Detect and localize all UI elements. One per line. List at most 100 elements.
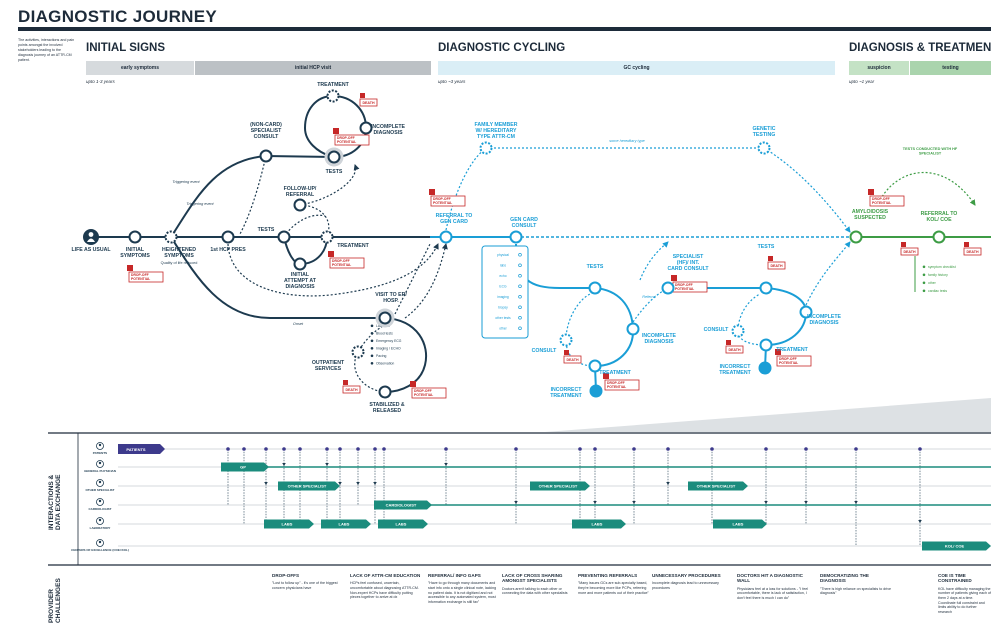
node-follow: FOLLOW-UP/REFERRAL xyxy=(284,186,317,212)
drop-off-box xyxy=(411,387,447,399)
gc-check-frame xyxy=(481,245,529,339)
node-circle xyxy=(731,324,745,338)
bar-label: OTHER SPECIALIST xyxy=(697,484,736,489)
bar-label: OTHER SPECIALIST xyxy=(539,484,578,489)
bar-shape xyxy=(922,541,991,551)
er-loop xyxy=(384,317,427,393)
bar-other-specialist: OTHER SPECIALIST xyxy=(278,481,340,491)
node-circle xyxy=(509,230,523,244)
lane-other-specialist: OTHER SPECIALIST xyxy=(85,479,115,492)
drop-off-box xyxy=(430,195,466,207)
node-circle xyxy=(439,230,453,244)
node-circle xyxy=(378,385,392,399)
death-box xyxy=(900,247,919,256)
patients-bar-label: PATIENTS xyxy=(126,447,146,452)
node-label: TREATMENT xyxy=(337,243,369,249)
interaction-arrow xyxy=(444,463,448,466)
bar-label: CARDIOLOGIST xyxy=(386,503,417,508)
interaction-arrow xyxy=(325,463,329,466)
node-circle xyxy=(559,333,573,347)
death-box xyxy=(767,261,786,270)
interaction-dot xyxy=(710,447,714,451)
cycle-referral xyxy=(632,287,669,323)
section-title-diagnosis-treatment: DIAGNOSIS & TREATMENT xyxy=(849,42,991,54)
stakeholder-icon-head xyxy=(98,499,102,503)
bar-label: OTHER SPECIALIST xyxy=(288,484,327,489)
bar-labs: LABS xyxy=(378,519,428,529)
node-circle xyxy=(759,281,773,295)
node-sublabel: Quality of life reduced xyxy=(161,261,198,265)
lane-centers-of-excellence-coe-kol: CENTERS OF EXCELLENCE (COE/ KOL) xyxy=(71,539,129,552)
stakeholder-label: PATIENTS xyxy=(93,451,107,455)
death-label: DEATH xyxy=(362,101,375,105)
node-label: STABILIZED &RELEASED xyxy=(369,402,405,414)
node-life: LIFE AS USUAL xyxy=(71,229,111,253)
bar-other-specialist: OTHER SPECIALIST xyxy=(688,481,748,491)
gc-check-item: ECG xyxy=(499,285,507,289)
consult-loop-two xyxy=(737,293,767,346)
node-label: TESTS xyxy=(258,227,275,233)
er-step-dot xyxy=(370,347,374,350)
interaction-arrow xyxy=(593,501,597,504)
cycle-two-loop xyxy=(765,287,808,346)
lane-general-physician: GENERAL PHYSICIAN xyxy=(84,460,116,473)
interaction-dot xyxy=(578,447,582,451)
er-to-referral-link xyxy=(404,243,448,319)
bar-label: LABS xyxy=(396,522,407,527)
node-stab: STABILIZED &RELEASED xyxy=(369,385,405,414)
node-label: CONSULT xyxy=(532,348,558,354)
gc-check-item: labs xyxy=(500,264,506,268)
cycle-to-suspected xyxy=(805,241,851,306)
node-testsTop: TESTS xyxy=(324,147,344,175)
bar-labs: LABS xyxy=(713,519,767,529)
node-circle xyxy=(164,230,178,244)
phase-suspicion: suspicion xyxy=(849,61,909,75)
node-circle xyxy=(661,281,675,295)
interaction-dot xyxy=(764,447,768,451)
node-circle xyxy=(479,141,493,155)
node-label: FOLLOW-UP/REFERRAL xyxy=(284,186,317,198)
stakeholder-label: CARDIOLOGIST xyxy=(89,507,112,511)
node-label: TESTS xyxy=(587,264,604,270)
stakeholder-icon-head xyxy=(98,443,102,447)
death-marker: DEATH xyxy=(342,380,361,394)
transition-label: Triggering event xyxy=(186,202,214,206)
challenge-referral-gaps: REFERRAL/ INFO GAPS"Have to go through m… xyxy=(428,573,497,604)
node-circle xyxy=(320,230,334,244)
bar-shape xyxy=(688,481,748,491)
bar-shape xyxy=(221,462,269,472)
interaction-arrow xyxy=(632,501,636,504)
stakeholder-icon xyxy=(96,479,104,487)
alert-icon xyxy=(603,373,609,379)
node-label: CONSULT xyxy=(704,327,730,333)
node-circle xyxy=(351,345,365,359)
stakeholder-label: LABORATORY xyxy=(90,526,111,530)
node-label: TESTS xyxy=(326,169,343,175)
node-tests3: TESTS xyxy=(758,244,775,295)
alert-icon xyxy=(901,242,906,247)
interaction-arrow xyxy=(854,501,858,504)
interaction-arrow xyxy=(282,463,286,466)
death-label: DEATH xyxy=(728,348,741,352)
er-step-dot xyxy=(370,339,374,343)
transition-label: some hereditary type xyxy=(609,139,644,143)
alert-icon xyxy=(775,349,781,355)
interaction-arrow xyxy=(338,482,342,485)
gc-check-item: physical xyxy=(497,253,509,257)
